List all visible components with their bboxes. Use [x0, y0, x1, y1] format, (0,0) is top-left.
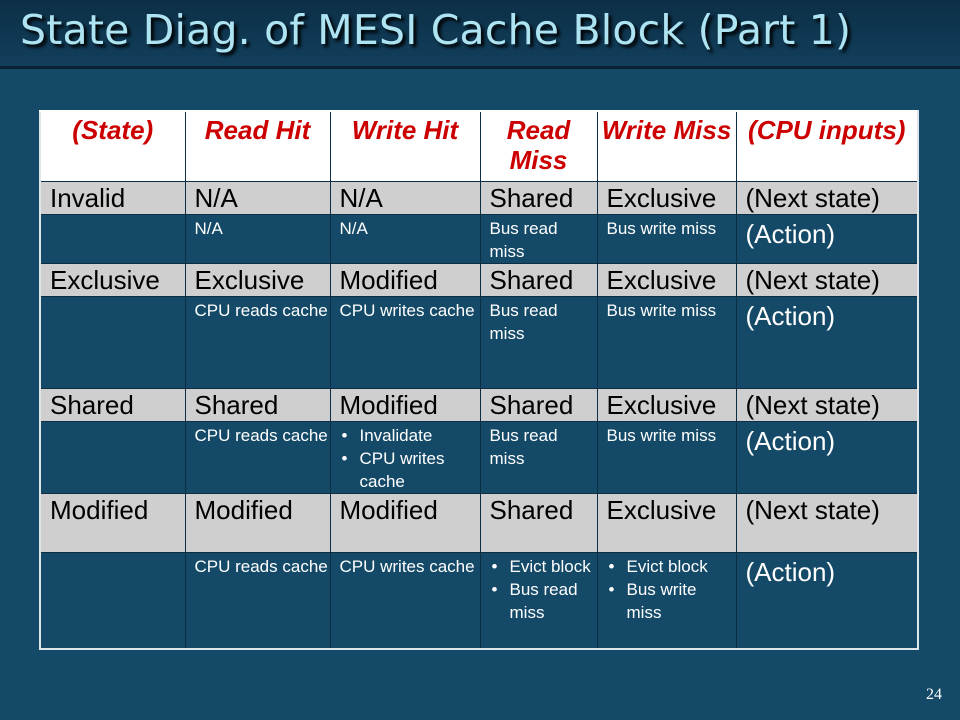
action-cell	[39, 420, 186, 494]
header-cell: Write Miss	[596, 110, 737, 182]
action-cell: Bus write miss	[596, 420, 737, 494]
mesi-state-table: (State) Read Hit Write Hit Read Miss Wri…	[39, 110, 919, 650]
state-cell: N/A	[184, 180, 331, 215]
header-cell: Write Hit	[329, 110, 481, 182]
action-cell: Bus read miss	[479, 213, 598, 264]
state-cell: Shared	[39, 387, 186, 422]
action-bullet: Evict block	[490, 555, 597, 578]
action-bullet: Invalidate	[340, 424, 480, 447]
action-cell: Bus write miss	[596, 213, 737, 264]
action-label: (Action)	[735, 420, 919, 494]
action-label: (Action)	[735, 295, 919, 389]
action-cell: CPU writes cache	[329, 295, 481, 389]
action-bullet: CPU writes cache	[340, 447, 480, 493]
header-cell: Read Miss	[479, 110, 598, 182]
header-cell: Read Hit	[184, 110, 331, 182]
action-label: (Action)	[735, 213, 919, 264]
state-cell: (Next state)	[735, 180, 919, 215]
state-cell: (Next state)	[735, 387, 919, 422]
action-cell: Evict block Bus write miss	[596, 551, 737, 650]
next-state-row: Invalid N/A N/A Shared Exclusive (Next s…	[39, 180, 919, 215]
action-cell: N/A	[184, 213, 331, 264]
state-cell: Shared	[479, 387, 598, 422]
state-cell: Exclusive	[596, 180, 737, 215]
action-bullet-list: Invalidate CPU writes cache	[340, 424, 480, 493]
action-cell	[39, 213, 186, 264]
action-row: CPU reads cache CPU writes cache Evict b…	[39, 551, 919, 650]
action-cell: Invalidate CPU writes cache	[329, 420, 481, 494]
action-cell: CPU reads cache	[184, 551, 331, 650]
state-cell: Shared	[184, 387, 331, 422]
next-state-row: Modified Modified Modified Shared Exclus…	[39, 492, 919, 553]
state-cell: Exclusive	[39, 262, 186, 297]
action-bullet-list: Evict block Bus read miss	[490, 555, 597, 624]
action-bullet: Bus write miss	[607, 578, 736, 624]
header-cell: (CPU inputs)	[735, 110, 919, 182]
state-cell: Modified	[329, 492, 481, 553]
state-cell: N/A	[329, 180, 481, 215]
header-cell: (State)	[39, 110, 186, 182]
state-cell: Shared	[479, 492, 598, 553]
next-state-row: Shared Shared Modified Shared Exclusive …	[39, 387, 919, 422]
state-cell: Shared	[479, 262, 598, 297]
state-cell: Exclusive	[596, 387, 737, 422]
action-cell: CPU reads cache	[184, 420, 331, 494]
action-cell: Evict block Bus read miss	[479, 551, 598, 650]
slide-title: State Diag. of MESI Cache Block (Part 1)	[20, 6, 852, 54]
state-cell: Modified	[329, 262, 481, 297]
state-cell: Exclusive	[596, 492, 737, 553]
action-bullet-list: Evict block Bus write miss	[607, 555, 736, 624]
action-cell: CPU reads cache	[184, 295, 331, 389]
action-cell	[39, 295, 186, 389]
action-bullet: Evict block	[607, 555, 736, 578]
action-cell	[39, 551, 186, 650]
action-cell: CPU writes cache	[329, 551, 481, 650]
action-row: CPU reads cache CPU writes cache Bus rea…	[39, 295, 919, 389]
state-cell: Modified	[329, 387, 481, 422]
action-row: N/A N/A Bus read miss Bus write miss (Ac…	[39, 213, 919, 264]
state-cell: (Next state)	[735, 262, 919, 297]
page-number: 24	[926, 686, 942, 703]
header-row: (State) Read Hit Write Hit Read Miss Wri…	[39, 110, 919, 182]
action-row: CPU reads cache Invalidate CPU writes ca…	[39, 420, 919, 494]
state-cell: Invalid	[39, 180, 186, 215]
action-cell: Bus read miss	[479, 295, 598, 389]
action-cell: Bus write miss	[596, 295, 737, 389]
title-bar: State Diag. of MESI Cache Block (Part 1)	[0, 0, 960, 69]
action-bullet: Bus read miss	[490, 578, 597, 624]
state-cell: Modified	[184, 492, 331, 553]
action-cell: Bus read miss	[479, 420, 598, 494]
state-cell: Modified	[39, 492, 186, 553]
state-cell: Shared	[479, 180, 598, 215]
state-cell: (Next state)	[735, 492, 919, 553]
next-state-row: Exclusive Exclusive Modified Shared Excl…	[39, 262, 919, 297]
state-cell: Exclusive	[596, 262, 737, 297]
action-cell: N/A	[329, 213, 481, 264]
state-cell: Exclusive	[184, 262, 331, 297]
action-label: (Action)	[735, 551, 919, 650]
